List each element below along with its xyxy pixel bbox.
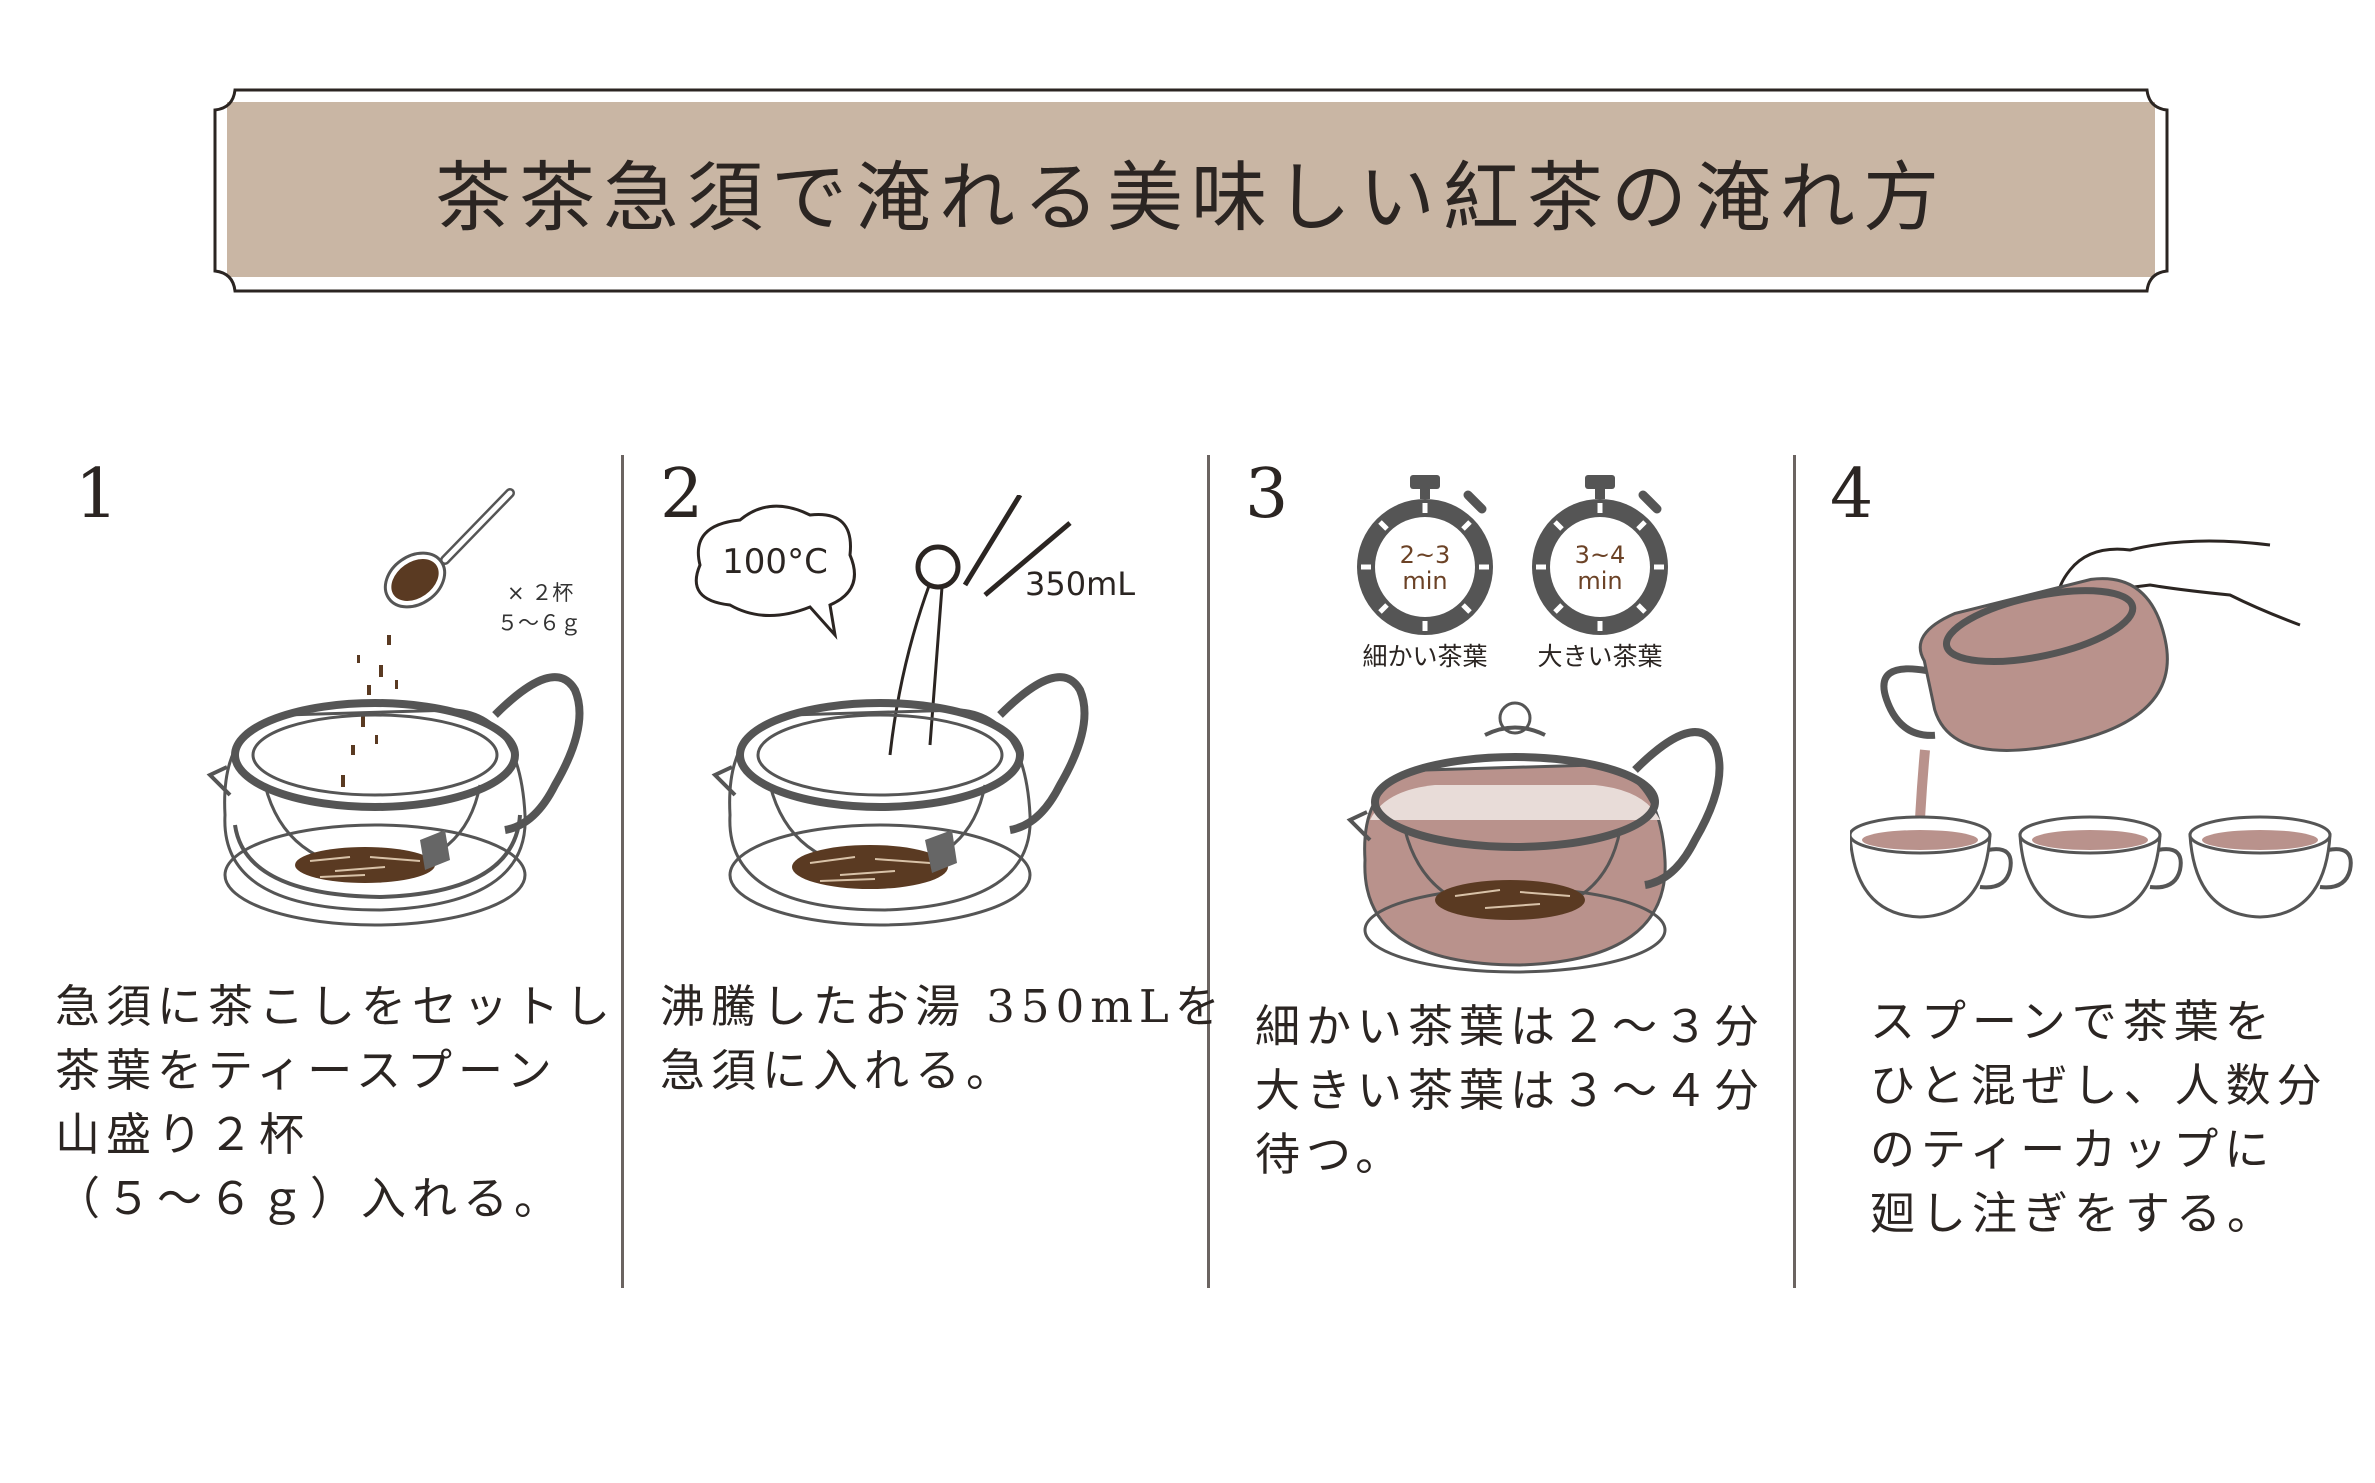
step-number: 2 [660,455,704,534]
banner-frame [213,88,2169,293]
temperature-label: 100°C [722,542,828,582]
tea-leaves-icon [295,830,450,883]
stopwatch-icon: 3~4 min [1532,475,1668,635]
divider-2 [1207,455,1210,1288]
step-2: 2 100°C 350mL [660,455,1220,1315]
teapot-with-spoon-illustration: × ２杯 ５～６ｇ [206,488,584,927]
spoon-count-label: × ２杯 [507,581,573,605]
volume-label: 350mL [1025,565,1135,603]
instruction-line: （５～６ｇ）入れる。 [55,1172,566,1225]
kettle-spout-icon [915,495,1072,597]
divider-3 [1793,455,1796,1288]
teapot-icon [711,673,1089,927]
timer-caption: 大きい茶葉 [1537,642,1662,671]
step-4: 4 [1830,455,2360,1315]
pouring-tea-illustration [1850,539,2353,919]
timer-time: 3~4 [1575,541,1626,569]
tea-leaves-icon [792,830,957,889]
instruction-line: 大きい茶葉は３～４分 [1255,1064,1766,1117]
instruction-line: 廻し注ぎをする。 [1870,1187,2279,1240]
instruction-line: 細かい茶葉は２～３分 [1255,1000,1766,1053]
step-number: 3 [1245,455,1289,534]
instruction-line: のティーカップに [1870,1123,2276,1176]
step-instructions: 細かい茶葉は２～３分 大きい茶葉は３～４分 待つ。 [1255,995,1765,1187]
timer-unit: min [1577,567,1622,595]
instruction-line: 山盛り２杯 [55,1108,311,1161]
instruction-line: 急須に入れる。 [660,1044,1018,1097]
timer-time: 2~3 [1400,541,1451,569]
page-title: 茶茶急須で淹れる美味しい紅茶の淹れ方 [435,152,1947,242]
step-instructions: スプーンで茶葉を ひと混ぜし、人数分 のティーカップに 廻し注ぎをする。 [1870,990,2328,1246]
instruction-line: 沸騰したお湯 350mLを [660,980,1226,1033]
water-stream [888,582,944,756]
instruction-line: 急須に茶こしをセットし [55,980,617,1033]
step-instructions: 沸騰したお湯 350mLを 急須に入れる。 [660,975,1226,1103]
instruction-line: 茶葉をティースプーン [55,1044,558,1097]
speech-bubble [694,504,856,640]
timer-caption-large: 大きい茶葉 [1537,642,1662,671]
teacup-icon [1850,815,2013,919]
banner-fill [227,102,2155,277]
step-1: 1 × ２杯 ５～６ｇ [55,455,615,1315]
instruction-line: スプーンで茶葉を [1870,995,2276,1048]
timer-unit: min [1402,567,1447,595]
instruction-line: 待つ。 [1255,1128,1407,1181]
instruction-line: ひと混ぜし、人数分 [1870,1059,2328,1112]
teapot-icon [1880,577,2169,752]
step-3: 3 2~3 min 細かい茶葉 3~4 min [1245,455,1790,1315]
spoon-weight-label: ５～６ｇ [497,611,581,635]
steeping-teapot-illustration [1346,701,1724,974]
teapot-icon [206,673,584,927]
divider-1 [621,455,624,1288]
timer-caption-fine: 細かい茶葉 [1362,642,1487,671]
step-instructions: 急須に茶こしをセットし 茶葉をティースプーン 山盛り２杯 （５～６ｇ）入れる。 [55,975,616,1231]
timer-caption: 細かい茶葉 [1362,642,1487,671]
step-number: 4 [1830,455,1874,534]
banner-border [213,88,2169,293]
spoon-icon [383,488,515,609]
stopwatch-icon: 2~3 min [1357,475,1493,635]
step-number: 1 [75,455,119,534]
falling-leaves-icon [341,635,398,787]
teacup-icon [2188,815,2353,919]
teacup-icon [2018,815,2183,919]
title-banner: 茶茶急須で淹れる美味しい紅茶の淹れ方 [205,88,2177,293]
kettle-pouring-illustration: 100°C 350mL [694,495,1135,927]
